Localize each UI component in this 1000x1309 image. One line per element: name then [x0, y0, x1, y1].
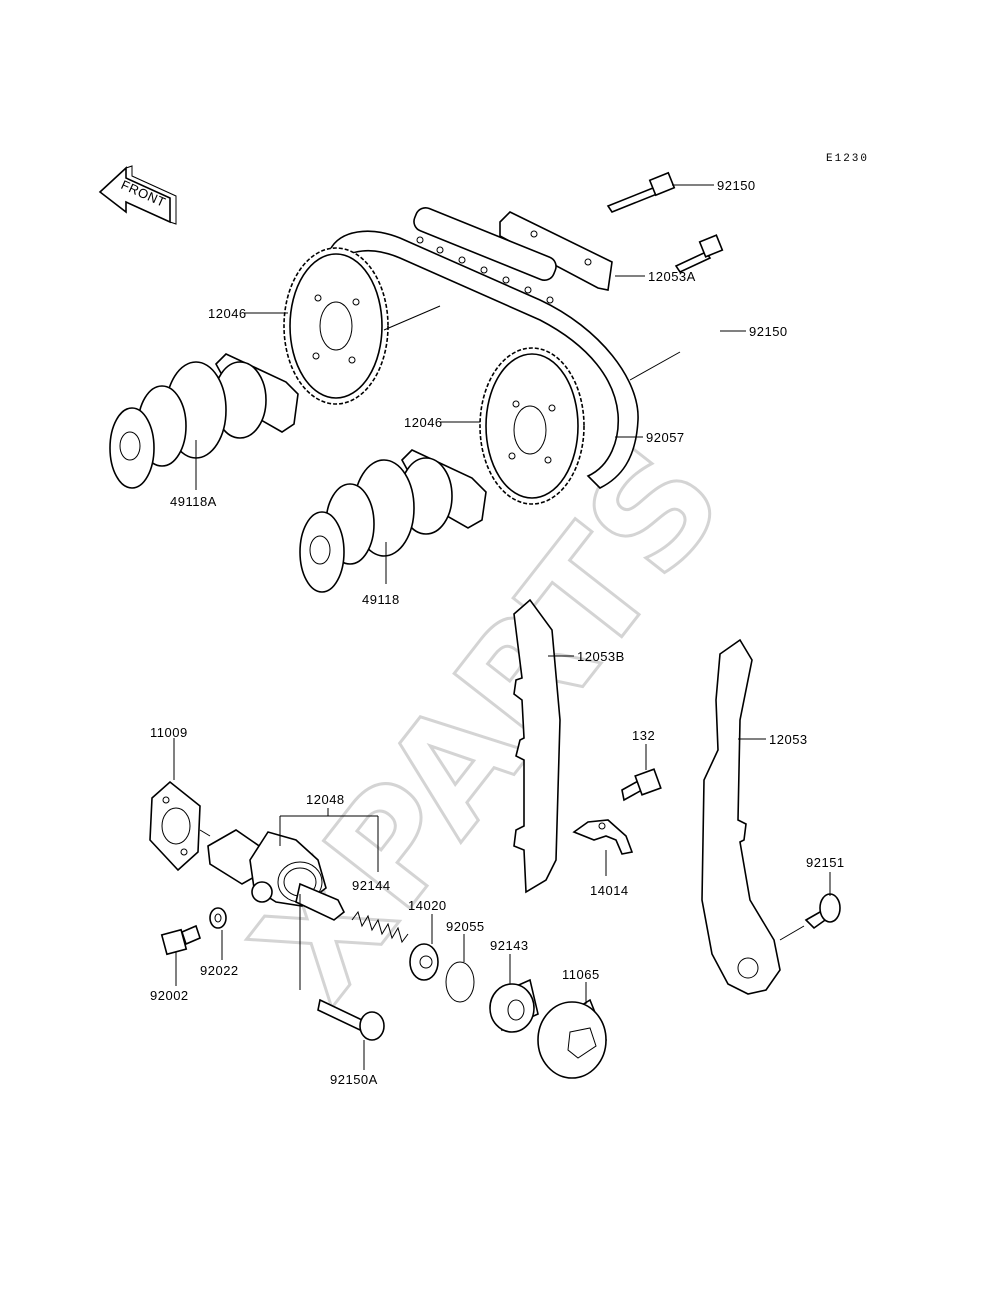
label-92151: 92151 [806, 855, 845, 870]
guide-middle-icon [513, 598, 561, 894]
label-11065: 11065 [562, 967, 600, 982]
bolt-bottom-icon [317, 998, 385, 1041]
label-92057: 92057 [646, 430, 685, 445]
label-12053b: 12053B [577, 649, 625, 664]
chain-links-icon [413, 206, 557, 304]
bolt-top-icon [606, 171, 676, 213]
front-arrow-icon: FRONT [98, 165, 177, 225]
bracket-icon [572, 819, 634, 855]
diagram-code: E1230 [826, 153, 869, 165]
pin-icon [804, 893, 841, 930]
camshaft-upper-icon [109, 353, 299, 489]
oring-icon [445, 961, 475, 1003]
label-12046-lower: 12046 [404, 415, 443, 430]
tensioner-icon [207, 829, 346, 921]
spring-icon [351, 910, 409, 944]
sprocket-upper-icon [283, 247, 389, 405]
label-92055: 92055 [446, 919, 485, 934]
label-132: 132 [632, 728, 655, 743]
collar-icon [489, 978, 539, 1033]
bolt-small-icon [160, 924, 201, 956]
label-12053a: 12053A [648, 269, 696, 284]
label-92150a: 92150A [330, 1072, 378, 1087]
label-92150-mid: 92150 [749, 324, 788, 339]
guide-right-icon [701, 638, 781, 995]
label-14014: 14014 [590, 883, 629, 898]
label-49118: 49118 [362, 592, 400, 607]
label-12053: 12053 [769, 732, 808, 747]
label-92150-top: 92150 [717, 178, 756, 193]
camshaft-lower-icon [299, 449, 487, 593]
chain-icon [329, 206, 639, 489]
label-12046-upper: 12046 [208, 306, 247, 321]
plug-icon [409, 943, 439, 981]
label-92144: 92144 [352, 878, 391, 893]
sprocket-lower-icon [479, 347, 585, 505]
bolt-132-icon [621, 768, 662, 802]
label-92002: 92002 [150, 988, 189, 1003]
washer-icon [209, 907, 227, 929]
label-49118a: 49118A [170, 494, 217, 509]
watermark: XPARTS [220, 414, 758, 1034]
label-92022: 92022 [200, 963, 239, 978]
label-92143: 92143 [490, 938, 529, 953]
label-14020: 14020 [408, 898, 447, 913]
gasket-icon [149, 780, 201, 872]
cap-icon [537, 998, 607, 1079]
watermark-text: XPARTS [221, 415, 756, 1032]
guide-top-icon [499, 211, 613, 291]
bolt-mid-icon [674, 234, 724, 274]
label-11009: 11009 [150, 725, 188, 740]
label-12048: 12048 [306, 792, 345, 807]
